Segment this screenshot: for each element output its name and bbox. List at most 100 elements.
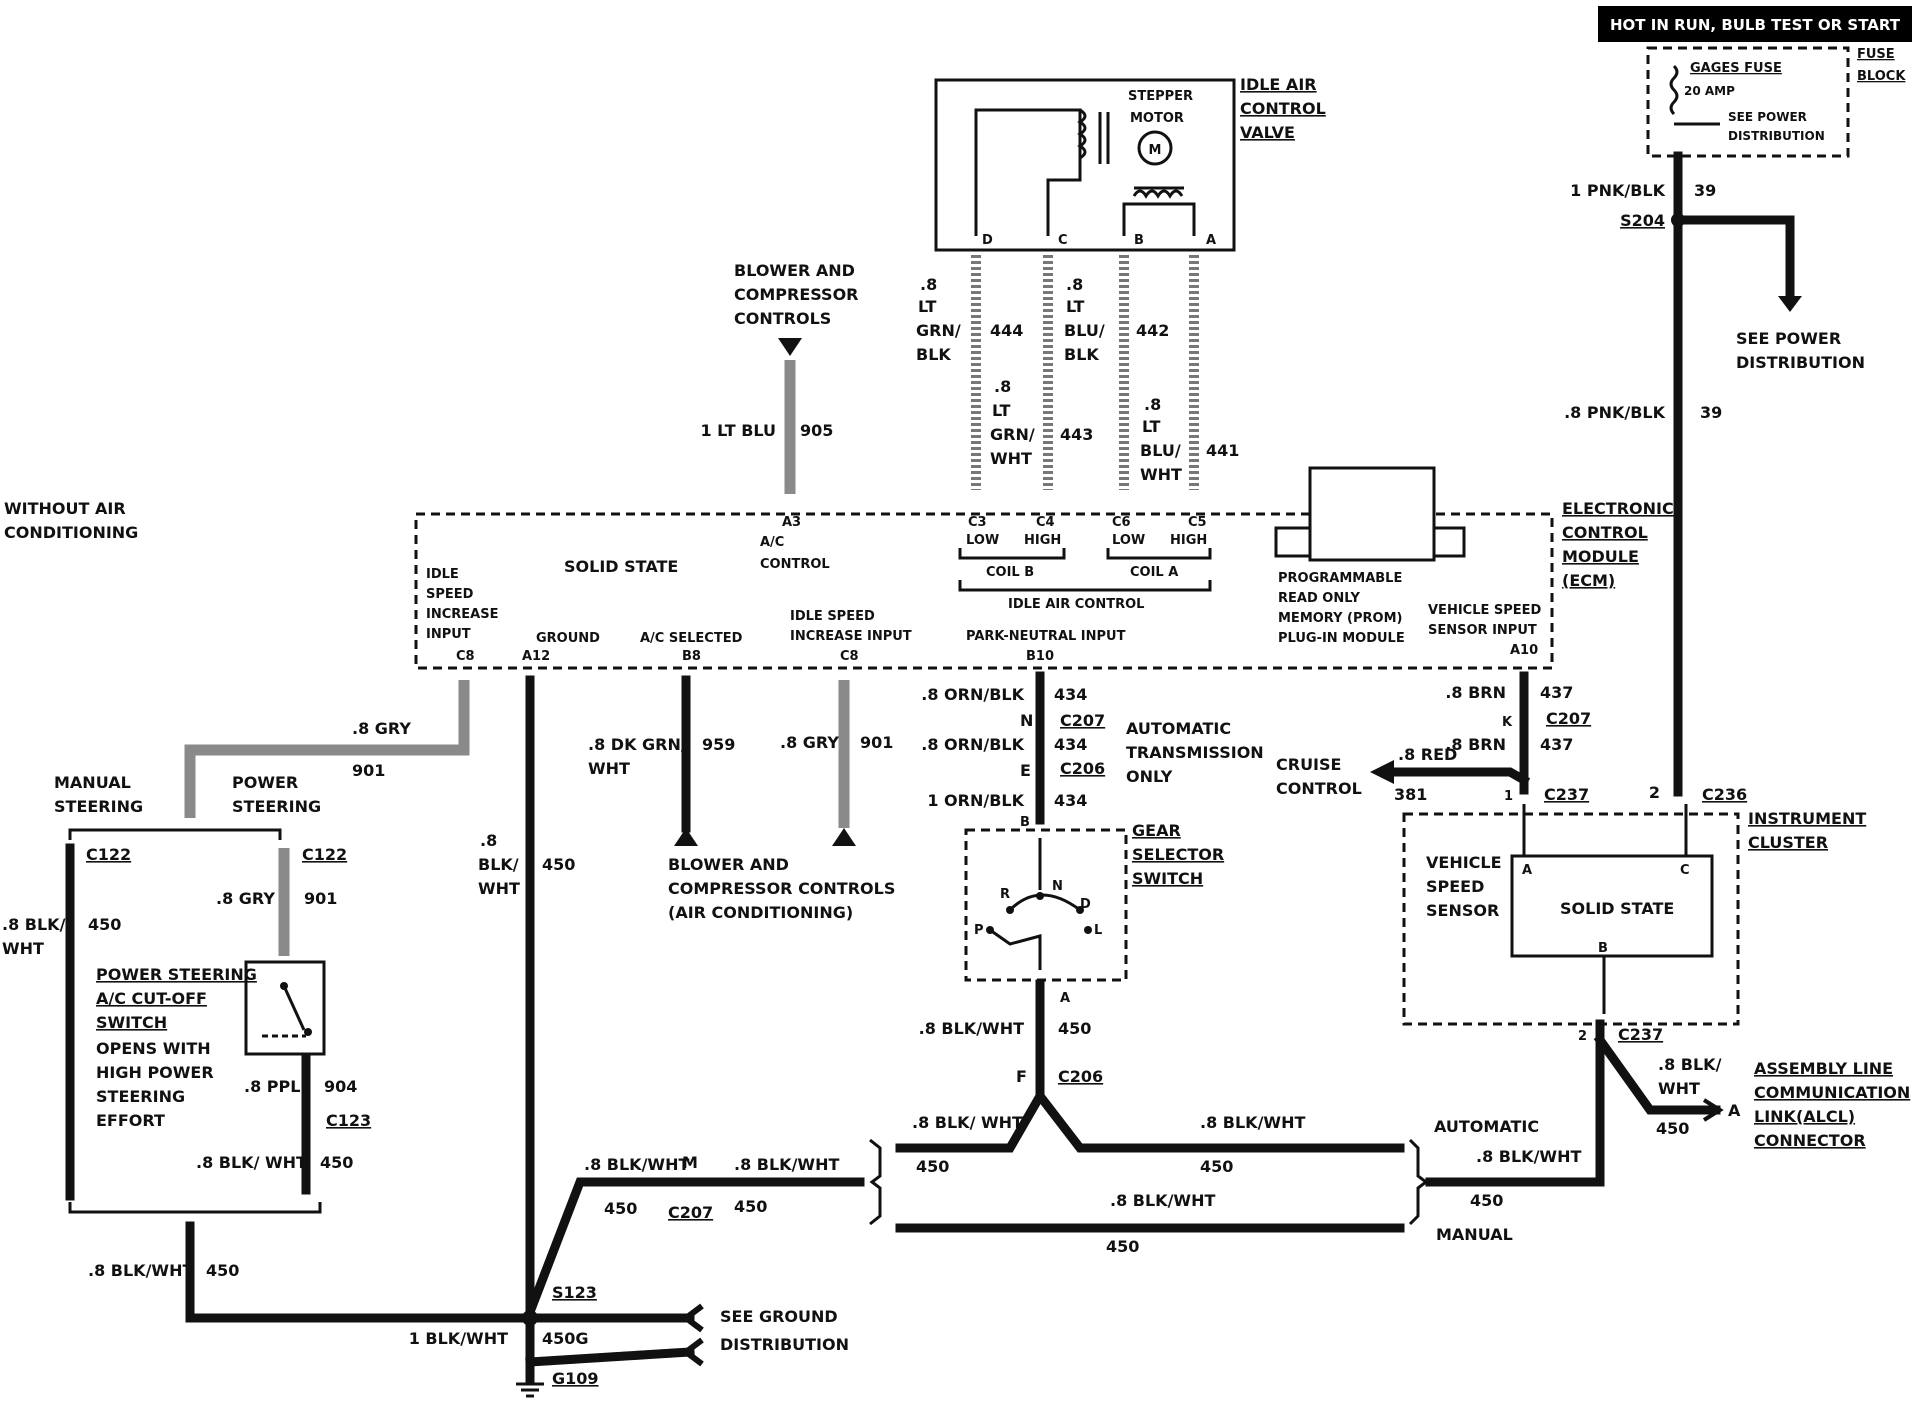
svg-text:WHT: WHT <box>478 879 520 898</box>
svg-text:INCREASE: INCREASE <box>426 607 498 622</box>
svg-text:.8 BLK/ WHT: .8 BLK/ WHT <box>912 1113 1023 1132</box>
svg-text:450: 450 <box>1058 1019 1091 1038</box>
svg-text:ONLY: ONLY <box>1126 767 1173 786</box>
svg-text:PROGRAMMABLE: PROGRAMMABLE <box>1278 571 1402 586</box>
iac-valve: IDLE AIR CONTROL VALVE STEPPER MOTOR M D… <box>934 75 1326 252</box>
svg-text:CONTROL: CONTROL <box>760 557 830 572</box>
svg-text:CONNECTOR: CONNECTOR <box>1754 1131 1866 1150</box>
svg-text:.8 RED: .8 RED <box>1398 745 1457 764</box>
svg-text:E: E <box>1020 761 1031 780</box>
svg-text:N: N <box>1020 711 1033 730</box>
svg-text:.8 BLK/: .8 BLK/ <box>1658 1055 1722 1074</box>
svg-text:AUTOMATIC: AUTOMATIC <box>1434 1117 1539 1136</box>
svg-text:ASSEMBLY LINE: ASSEMBLY LINE <box>1754 1059 1893 1078</box>
svg-text:.8 BLK/ WHT: .8 BLK/ WHT <box>196 1153 307 1172</box>
svg-text:P: P <box>974 923 984 938</box>
svg-text:MEMORY (PROM): MEMORY (PROM) <box>1278 611 1402 626</box>
feed-wire1-num: 39 <box>1694 181 1716 200</box>
svg-text:450: 450 <box>734 1197 767 1216</box>
svg-text:1 ORN/BLK: 1 ORN/BLK <box>927 791 1024 810</box>
svg-text:.8: .8 <box>994 377 1011 396</box>
svg-text:MODULE: MODULE <box>1562 547 1639 566</box>
svg-text:.8 BLK/WHT: .8 BLK/WHT <box>88 1261 193 1280</box>
svg-text:.8 ORN/BLK: .8 ORN/BLK <box>921 685 1024 704</box>
svg-text:SPEED: SPEED <box>1426 877 1484 896</box>
coil-a-icon <box>1132 189 1184 199</box>
svg-text:STEERING: STEERING <box>54 797 143 816</box>
svg-text:C5: C5 <box>1188 515 1207 530</box>
svg-text:MANUAL: MANUAL <box>1436 1225 1513 1244</box>
svg-text:.8: .8 <box>1066 275 1083 294</box>
fuse-symbol <box>1669 64 1679 116</box>
fuse-see-1: SEE POWER <box>1728 110 1807 124</box>
feed-wire2-color: .8 PNK/BLK <box>1564 403 1666 422</box>
svg-text:BLK/: BLK/ <box>478 855 519 874</box>
svg-text:GRN/: GRN/ <box>990 425 1035 444</box>
svg-text:LOW: LOW <box>966 533 999 548</box>
svg-text:901: 901 <box>352 761 385 780</box>
svg-text:C123: C123 <box>326 1111 371 1130</box>
svg-text:.8 BLK/WHT: .8 BLK/WHT <box>919 1019 1024 1038</box>
svg-text:.8: .8 <box>920 275 937 294</box>
svg-text:C206: C206 <box>1060 759 1105 778</box>
svg-text:1 BLK/WHT: 1 BLK/WHT <box>409 1329 508 1348</box>
svg-text:HIGH POWER: HIGH POWER <box>96 1063 214 1082</box>
svg-text:COIL A: COIL A <box>1130 565 1178 580</box>
svg-text:LT: LT <box>1142 417 1161 436</box>
svg-text:BLK: BLK <box>1064 345 1099 364</box>
see-power-2: DISTRIBUTION <box>1736 353 1865 372</box>
svg-text:C: C <box>1680 863 1690 878</box>
svg-text:ELECTRONIC: ELECTRONIC <box>1562 499 1674 518</box>
svg-text:381: 381 <box>1394 785 1427 804</box>
svg-text:C207: C207 <box>668 1203 713 1222</box>
svg-text:COMMUNICATION: COMMUNICATION <box>1754 1083 1910 1102</box>
svg-text:CONTROLS: CONTROLS <box>734 309 831 328</box>
svg-text:LT: LT <box>992 401 1011 420</box>
svg-text:959: 959 <box>702 735 735 754</box>
svg-text:WHT: WHT <box>1140 465 1182 484</box>
svg-text:450: 450 <box>1470 1191 1503 1210</box>
svg-text:LT: LT <box>918 297 937 316</box>
svg-text:.8 GRY: .8 GRY <box>216 889 275 908</box>
svg-text:450: 450 <box>88 915 121 934</box>
svg-text:450: 450 <box>206 1261 239 1280</box>
ecm: ELECTRONIC CONTROL MODULE (ECM) SOLID ST… <box>414 466 1674 670</box>
svg-text:MANUAL: MANUAL <box>54 773 131 792</box>
svg-text:442: 442 <box>1136 321 1169 340</box>
motor-icon <box>1137 130 1173 166</box>
svg-text:C207: C207 <box>1546 709 1591 728</box>
power-banner: HOT IN RUN, BULB TEST OR START <box>1598 6 1912 42</box>
coil-b-icon <box>1077 108 1087 160</box>
without-ac-1: WITHOUT AIR <box>4 499 126 518</box>
svg-text:BLU/: BLU/ <box>1140 441 1181 460</box>
svg-text:.8 BLK/WHT: .8 BLK/WHT <box>584 1155 689 1174</box>
without-ac-2: CONDITIONING <box>4 523 138 542</box>
svg-text:N: N <box>1052 879 1063 894</box>
stepper-label-2: MOTOR <box>1130 111 1184 126</box>
svg-text:437: 437 <box>1540 735 1573 754</box>
svg-text:443: 443 <box>1060 425 1093 444</box>
svg-text:A: A <box>1522 863 1532 878</box>
svg-text:.8 BLK/WHT: .8 BLK/WHT <box>1476 1147 1581 1166</box>
svg-text:1: 1 <box>1504 789 1513 804</box>
svg-text:DISTRIBUTION: DISTRIBUTION <box>720 1335 849 1354</box>
fuse-block-title-2: BLOCK <box>1857 69 1906 84</box>
svg-text:BLOWER AND: BLOWER AND <box>734 261 855 280</box>
park-neutral-circuit: .8 ORN/BLK 434 N C207 .8 ORN/BLK 434 E C… <box>921 671 1264 830</box>
svg-text:B8: B8 <box>682 649 701 664</box>
fuse-block-title-1: FUSE <box>1857 47 1895 62</box>
svg-text:A/C CUT-OFF: A/C CUT-OFF <box>96 989 207 1008</box>
svg-text:904: 904 <box>324 1077 357 1096</box>
svg-text:GRN/: GRN/ <box>916 321 961 340</box>
svg-text:.8 GRY: .8 GRY <box>780 733 839 752</box>
svg-text:EFFORT: EFFORT <box>96 1111 165 1130</box>
svg-text:SEE GROUND: SEE GROUND <box>720 1307 838 1326</box>
svg-text:450: 450 <box>604 1199 637 1218</box>
svg-text:SELECTOR: SELECTOR <box>1132 845 1224 864</box>
svg-text:.8: .8 <box>1144 395 1161 414</box>
feed-wire2-num: 39 <box>1700 403 1722 422</box>
svg-text:F: F <box>1016 1067 1027 1086</box>
svg-text:GROUND: GROUND <box>536 631 600 646</box>
feed-wire-39: 1 PNK/BLK 39 S204 SEE POWER DISTRIBUTION… <box>1564 151 1865 804</box>
